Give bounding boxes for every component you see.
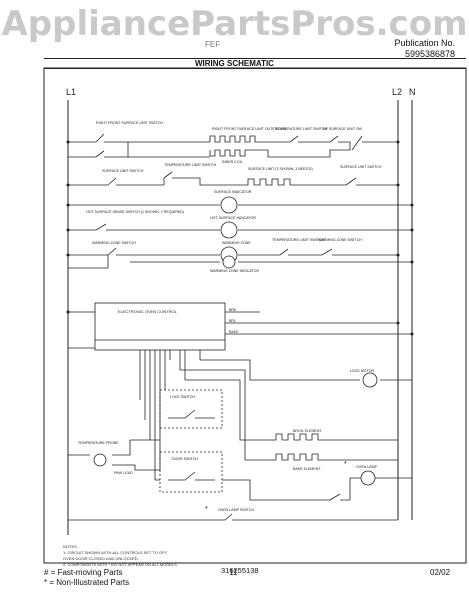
label-l1: L1 [66, 87, 76, 97]
hot-surface-indicator-lamp [220, 221, 238, 239]
hot-surface-indicator-label: HOT SURFACE INDICATOR [210, 216, 256, 220]
star-mark-2: * [205, 506, 208, 513]
surface-switch-contacts [68, 177, 164, 186]
temp-limit-label-1: TEMPERATURE LIMIT SWITCH [275, 127, 328, 131]
temp-limit-label-2: TEMPERATURE LIMIT SWITCH [164, 163, 217, 167]
star-mark: * [344, 461, 347, 468]
top-rule [44, 58, 466, 59]
note-2: 2. COMPONENTS WITH * DO NOT APPEAR ON AL… [63, 562, 178, 567]
lock-switch-label: LOCK SWITCH [170, 395, 195, 399]
page-title: WIRING SCHEMATIC [195, 59, 274, 68]
lock-switch-box [159, 389, 223, 429]
hot-surface-switch-label: HOT SURFACE SENSE SWITCH (1 SHOWN, 2 REQ… [86, 210, 184, 214]
surface-indicator-label: SURFACE INDICATOR [214, 190, 252, 194]
schematic-frame [43, 67, 467, 564]
surface-unit-label: SURFACE UNIT (3 SHOWN, 3 NEED'D) [248, 167, 313, 171]
eoc-label: ELECTRONIC OVEN CONTROL [118, 309, 178, 314]
pnk-lead-label: PINK LEAD [114, 471, 133, 475]
rf-unit-sw-label: RF SURFACE UNIT SW [323, 127, 362, 131]
warming-zone-label: WARMING ZONE [222, 241, 251, 245]
bake-element-label: BAKE ELEMENT [293, 467, 321, 471]
drawing-number: 316255138 [221, 566, 259, 575]
label-n: N [409, 87, 416, 97]
bake-label: BAKE [229, 330, 239, 334]
brl-label: BRL [229, 319, 236, 323]
brk-label: BRK [229, 308, 237, 312]
door-switch-label: DOOR SWITCH [172, 457, 198, 461]
surface-unit-coil [240, 178, 310, 186]
bake-element [270, 453, 360, 461]
page-number: 11 [229, 568, 238, 577]
legend-non-illustrated: * = Non-Illustrated Parts [44, 578, 130, 587]
warming-zone-switch-label-2: WARMING ZONE SWITCH [318, 238, 362, 242]
rf-element-label: RIGHT FRONT SURFACE UNIT OUTER COIL [212, 127, 287, 131]
warming-zone-wire [68, 247, 398, 256]
door-switch-box [159, 451, 223, 493]
rf-inner-coil [209, 149, 250, 157]
lock-motor-label: LOCK MOTOR [350, 369, 374, 373]
oven-lamp-label: OVEN LAMP [356, 465, 378, 469]
note-1: 1. CIRCUIT SHOWN WITH ALL CONTROLS SET T… [63, 550, 168, 555]
oven-lamp-switch-label: OVEN LAMP SWITCH [218, 508, 254, 512]
publication-label: Publication No. [394, 38, 455, 48]
temp-probe-label: TEMPERATURE PROBE [78, 441, 119, 445]
lock-motor-wire [200, 359, 360, 381]
lock-motor-circle [362, 372, 378, 388]
surface-switch-label-2: SURFACE UNIT SWITCH [340, 165, 382, 169]
warming-zone-indicator-lamp [222, 255, 236, 269]
model-number: FEF [205, 40, 221, 49]
notes-heading: NOTES: [63, 544, 78, 549]
warming-zone-switch-label: WARMING ZONE SWITCH [92, 241, 136, 245]
temp-limit-switch-1 [280, 135, 330, 143]
rf-outer-coil [128, 135, 280, 143]
hot-surface-wire [68, 223, 412, 231]
oven-lamp-bulb [360, 470, 376, 486]
label-l2: L2 [392, 87, 402, 97]
page-date: 02/02 [430, 568, 451, 577]
rf-switch-contacts [68, 133, 128, 143]
broil-element-label: BROIL ELEMENT [293, 429, 322, 433]
rf-unit-sw [329, 135, 398, 151]
surface-indicator-lamp [220, 196, 238, 214]
inner-coil-label: INNER COIL [222, 160, 243, 164]
note-1b: OVEN DOOR CLOSED AND UNLOCKED. [63, 556, 139, 561]
temp-probe-wire [68, 439, 160, 471]
publication-number: 5995386878 [404, 49, 455, 59]
temp-limit-label-3: TEMPERATURE LIMIT SWITCH [272, 238, 325, 242]
watermark: AppliancePartsPros.com [1, 4, 468, 44]
notes-block: NOTES: 1. CIRCUIT SHOWN WITH ALL CONTROL… [63, 544, 178, 568]
surface-unit-switch-2 [310, 177, 398, 186]
rf-switch-label: RIGHT FRONT SURFACE UNIT SWITCH [96, 121, 163, 125]
broil-element [270, 433, 360, 441]
legend-fast-moving: # = Fast-moving Parts [44, 568, 123, 577]
warming-zone-indicator-label: WARMING ZONE INDICATOR [210, 269, 259, 273]
surface-switch-label: SURFACE UNIT SWITCH [102, 169, 144, 173]
